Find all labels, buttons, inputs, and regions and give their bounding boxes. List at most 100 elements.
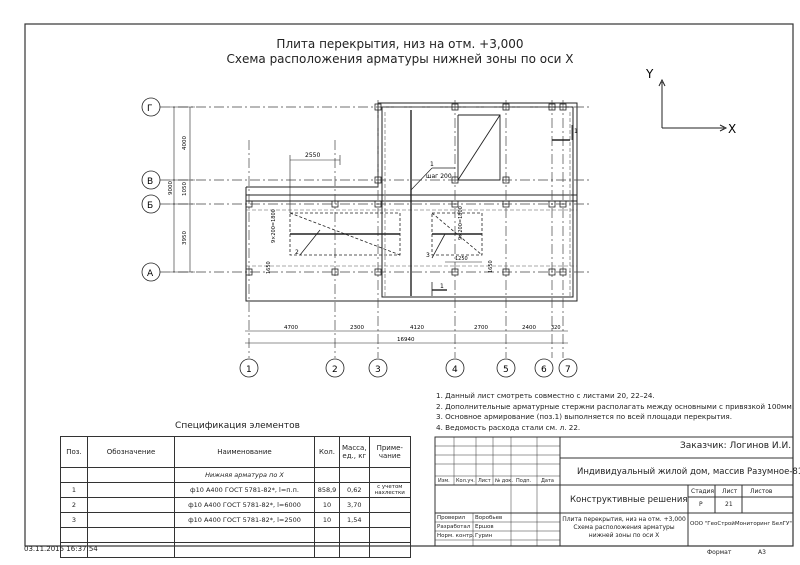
spec-header-name: Наименование [174,436,315,468]
tb-sheet-h: Лист [722,488,738,495]
tb-sheet-title: Плита перекрытия, низ на отм. +3,000 Схе… [562,516,686,539]
section-mark-bottom [431,282,447,296]
spec-header-mass: Масса, ед., кг [339,436,370,468]
col-bubbles [239,358,578,378]
tb-col-kol: Кол.уч. [456,478,475,484]
zone3-v-dim: 1650 [488,260,494,273]
titleblock-grid-lines [435,437,560,546]
col-dim-6: 320 [551,325,561,331]
spec-qty: 10 [314,497,340,513]
spec-mass: 1,54 [339,512,370,528]
spec-header-qty: Кол. [314,436,340,468]
spec-note: с учетом нахлестки [368,482,412,498]
col-dim-total: 16940 [397,337,415,343]
notes: 1. Данный лист смотреть совместно с лист… [436,391,794,433]
tb-role-1: Проверил [437,515,466,521]
row-label-b: Б [147,201,153,211]
tb-role-2: Разработал [437,524,471,530]
row-dim-total: 9000 [168,181,174,195]
tb-col-data: Дата [541,478,554,484]
col-label-2: 2 [332,365,338,375]
spec-header-note: Приме-чание [368,436,412,468]
columns [245,103,567,276]
grid-lines-vertical [248,100,564,358]
col-label-5: 5 [503,365,509,375]
section-label-bottom: 1 [440,283,444,290]
tb-stage-h: Стадия [691,488,715,495]
tb-project: Индивидуальный жилой дом, массив Разумно… [577,467,800,477]
spec-title: Спецификация элементов [175,421,300,431]
tb-name-2: Ершов [475,524,494,530]
main-rebar-1 [410,110,455,296]
spec-qty: 10 [314,512,340,528]
row-label-v: В [147,177,153,187]
spec-note [368,497,412,513]
col-label-1: 1 [246,365,252,375]
table-row: 2 ф10 А400 ГОСТ 5781-82*, l=6000 10 3,70 [60,497,412,513]
col-dim-2: 2300 [350,325,364,331]
zone2-bar-label: 9×200=1800 [271,209,277,243]
table-row [60,542,412,558]
note-1: 1. Данный лист смотреть совместно с лист… [436,391,655,400]
spec-name: ф10 А400 ГОСТ 5781-82*, l=п.п. [174,482,315,498]
spec-note [368,512,412,528]
opening [457,114,501,181]
rebar-zone-2 [289,212,401,256]
row-dim-gv: 4000 [182,136,188,150]
titleblock-lines [434,436,794,547]
callout-2: 2 [295,249,299,256]
row-dim-vb: 1050 [182,182,188,196]
spec-mass: 3,70 [339,497,370,513]
row-dim-ba: 3950 [182,231,188,245]
col-dim-4: 2700 [474,325,488,331]
col-label-7: 7 [565,365,571,375]
row-bubbles [141,97,161,282]
row-label-a: А [147,269,154,279]
step-label: шаг 200 [426,173,452,180]
row-dim-lines [170,106,195,273]
note-4: 4. Ведомость расхода стали см. л. 22. [436,422,581,432]
col-label-3: 3 [375,365,381,375]
rebar-zone-3 [431,212,483,259]
spec-header-pos: Поз. [60,436,88,468]
grid-lines-horizontal [160,106,590,273]
tb-sheets-h: Листов [750,488,773,495]
zone3-w-dim: 1250 [455,256,468,262]
tb-stage: Р [699,501,703,508]
table-row [60,527,412,543]
tb-col-list: Лист [478,478,491,484]
table-row: 3 ф10 А400 ГОСТ 5781-82*, l=2500 10 1,54 [60,512,412,528]
tb-sheet: 21 [725,501,733,508]
section-label-top: 1 [574,128,578,135]
spec-name: ф10 А400 ГОСТ 5781-82*, l=6000 [174,497,315,513]
zone2-v-dim: 1650 [266,261,272,274]
callout-1: 1 [430,161,434,168]
spec-pos: 1 [60,482,88,498]
col-label-4: 4 [452,365,458,375]
spec-des [87,482,175,498]
callout-3: 3 [426,252,430,259]
spec-group-row: Нижняя арматура по Х [60,467,412,483]
spec-table: Поз. Обозначение Наименование Кол. Масса… [60,436,412,558]
spec-group: Нижняя арматура по Х [174,467,315,483]
spec-qty: 858,9 [314,482,340,498]
tb-section: Конструктивные решения [570,495,688,505]
row-label-g: Г [147,104,153,114]
col-dim-3: 4120 [410,325,424,331]
spec-pos: 2 [60,497,88,513]
tb-name-1: Воробьев [475,515,503,521]
spec-mass: 0,62 [339,482,370,498]
axis-y-letter: Y [645,67,654,81]
col-dim-1: 4700 [284,325,298,331]
note-2: 2. Дополнительные арматурные стержни рас… [436,401,795,411]
spec-header-row: Поз. Обозначение Наименование Кол. Масса… [60,436,412,468]
top-dim-line [289,155,341,213]
table-row: 1 ф10 А400 ГОСТ 5781-82*, l=п.п. 858,9 0… [60,482,412,498]
tb-org: ООО "ГеоСтройМониторинг БелГУ" [690,521,792,527]
tb-format-label: Формат [707,549,732,556]
print-timestamp: 03.11.2015 16:37:54 [24,545,98,553]
axis-x-letter: X [728,122,736,136]
drawing-title-line1: Плита перекрытия, низ на отм. +3,000 [276,37,524,51]
drawing-title-line2: Схема расположения арматуры нижней зоны … [226,52,574,66]
